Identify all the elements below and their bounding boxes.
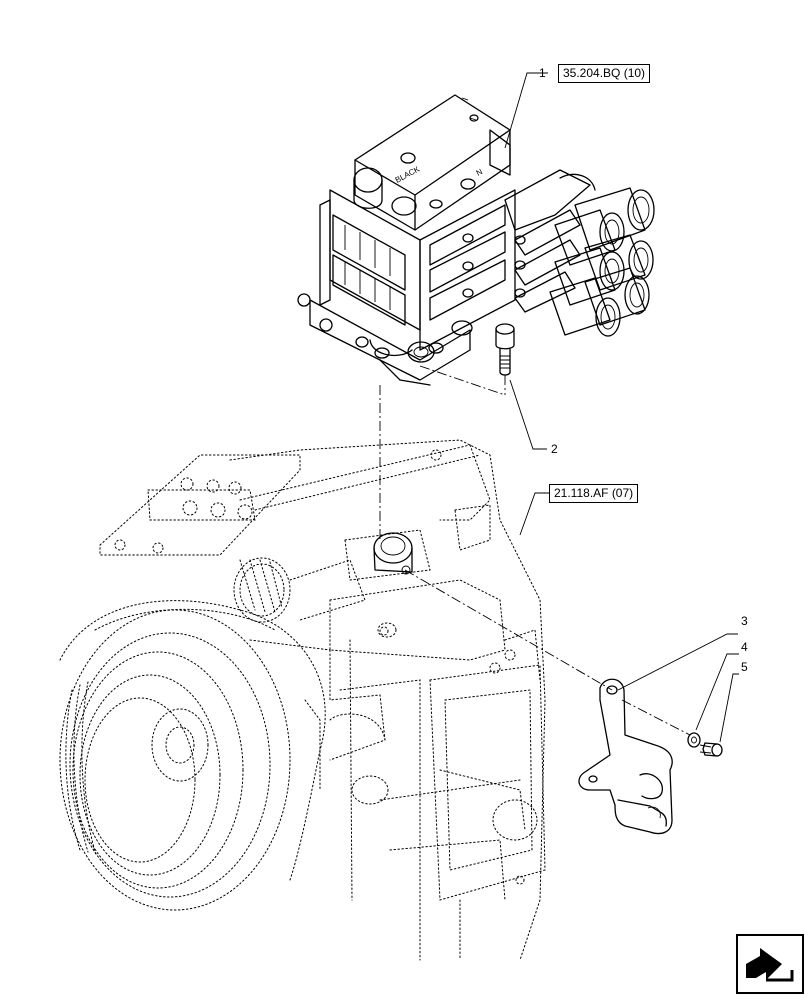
housing-valve-port [373, 532, 413, 575]
callout-1: 1 [539, 66, 546, 80]
control-valve-assembly: BLACK N [297, 94, 655, 386]
quick-coupler-group [549, 173, 655, 337]
navigation-arrow-icon[interactable] [736, 934, 804, 994]
reference-box-housing[interactable]: 21.118.AF (07) [549, 484, 639, 503]
transmission-housing [59, 439, 546, 961]
assembly-centerlines [379, 365, 691, 736]
valve-marking-left: BLACK [394, 164, 422, 185]
callout-2: 2 [551, 442, 558, 456]
screw [699, 742, 723, 757]
valve-marking-right: N [475, 167, 485, 178]
callout-3: 3 [741, 614, 748, 628]
mounting-bracket [578, 678, 673, 835]
leader-lines [504, 72, 739, 743]
callout-4: 4 [741, 640, 748, 654]
reference-box-valve[interactable]: 35.204.BQ (10) [558, 64, 651, 83]
callout-5: 5 [741, 660, 748, 674]
mounting-bolt [495, 323, 515, 376]
washer [687, 732, 701, 748]
